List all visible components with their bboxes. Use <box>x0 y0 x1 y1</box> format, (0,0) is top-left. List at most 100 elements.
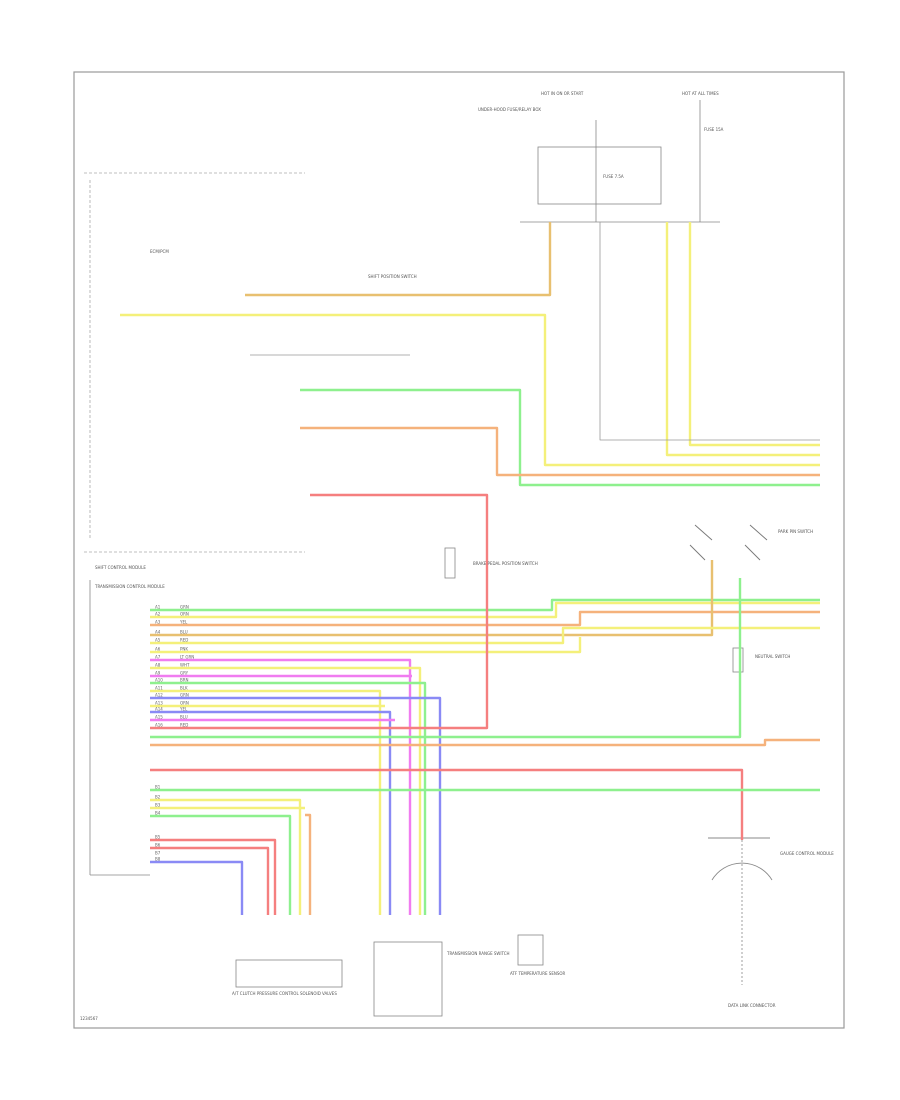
wire-4 <box>150 560 714 637</box>
label-hot-right: HOT AT ALL TIMES <box>682 91 719 96</box>
wire-29 <box>120 313 820 467</box>
pin-label: A15 <box>155 715 163 720</box>
temp-sensor-body <box>517 934 544 966</box>
pin-label: A4 <box>155 630 161 635</box>
wire-28 <box>245 222 552 297</box>
wire-layer: A1A2A3A4A5A6A7A8A9A10A11A12A13A14A15A16B… <box>120 222 820 915</box>
wire-11 <box>150 689 382 915</box>
wire-30 <box>300 388 820 487</box>
label-park-switch: PARK PIN SWITCH <box>778 529 814 534</box>
wire-color-code: YEL <box>179 620 188 625</box>
wire-2 <box>150 598 820 612</box>
wire-33 <box>688 222 820 447</box>
wire-7 <box>150 658 412 915</box>
wire-27 <box>150 860 244 915</box>
pin-label: A1 <box>155 605 161 610</box>
wire-19 <box>150 768 744 840</box>
wire-color-code: BRN <box>180 678 189 683</box>
label-brake-switch: BRAKE PEDAL POSITION SWITCH <box>473 561 538 566</box>
wire-34 <box>599 222 820 441</box>
wire-32 <box>665 222 820 457</box>
wire-color-code: BLK <box>180 686 188 691</box>
pin-label: B2 <box>155 795 161 800</box>
wire-color-code: BLU <box>180 630 188 635</box>
wire-18 <box>150 738 820 747</box>
wire-color-code: GRN <box>180 693 189 698</box>
pin-label: A6 <box>155 647 161 652</box>
pin-label: A11 <box>155 686 163 691</box>
label-shift-switch: SHIFT POSITION SWITCH <box>368 274 417 279</box>
wire-16 <box>150 493 489 730</box>
wire-6 <box>150 637 582 654</box>
pin-label: A16 <box>155 723 163 728</box>
label-neutral-switch: NEUTRAL SWITCH <box>755 654 791 659</box>
label-range-sensor: TRANSMISSION RANGE SWITCH <box>447 951 510 956</box>
pin-label: B7 <box>155 851 161 856</box>
switch-blade-3 <box>689 544 706 561</box>
wire-color-code: ORN <box>180 612 189 617</box>
pin-label: B4 <box>155 811 161 816</box>
wire-color-code: ORN <box>180 701 189 706</box>
label-fuse-a: FUSE 7.5A <box>603 174 624 179</box>
wire-color-code: YEL <box>179 707 188 712</box>
pin-label: A12 <box>155 693 163 698</box>
switch-blade-4 <box>744 544 761 561</box>
wire-color-code: PNK <box>180 647 188 652</box>
wire-8 <box>150 666 422 915</box>
label-temp-sensor: ATF TEMPERATURE SENSOR <box>510 971 566 976</box>
wire-color-code: RED <box>180 638 188 643</box>
wire-color-code: BLU <box>180 715 188 720</box>
wire-color-code: GRN <box>180 605 189 610</box>
pin-label: A2 <box>155 612 161 617</box>
label-fuse-block: UNDER-HOOD FUSE/RELAY BOX <box>478 107 541 112</box>
diagram-frame <box>73 71 845 1029</box>
label-linear-solenoids: A/T CLUTCH PRESSURE CONTROL SOLENOID VAL… <box>232 991 337 996</box>
pin-label: A10 <box>155 678 163 683</box>
fuse-relay-box <box>537 146 662 205</box>
gauge-arc <box>711 862 773 881</box>
pin-label: B6 <box>155 843 161 848</box>
label-ecm: ECM/PCM <box>150 249 169 254</box>
wire-12 <box>150 696 442 915</box>
pin-label: A7 <box>155 655 161 660</box>
pin-label: B8 <box>155 857 161 862</box>
pin-label: A13 <box>155 701 163 706</box>
switch-blade-2 <box>749 524 768 541</box>
pin-label: B1 <box>155 785 161 790</box>
wire-21 <box>150 798 302 915</box>
wire-1 <box>150 601 820 619</box>
label-gauge-control: GAUGE CONTROL MODULE <box>780 851 834 856</box>
neutral-switch-connector <box>732 647 744 673</box>
wire-24 <box>305 813 312 915</box>
wire-3 <box>150 610 820 627</box>
range-sensor-block <box>373 941 443 1017</box>
solenoid-block <box>235 959 343 988</box>
brake-switch-connector <box>444 547 456 579</box>
wire-color-code: LT GRN <box>180 655 194 660</box>
label-tcm: TRANSMISSION CONTROL MODULE <box>95 584 165 589</box>
label-data-link: DATA LINK CONNECTOR <box>728 1003 776 1008</box>
pin-label: B3 <box>155 803 161 808</box>
pin-label: A14 <box>155 707 163 712</box>
pin-label: B5 <box>155 835 161 840</box>
label-fuse-b: FUSE 15A <box>704 127 724 132</box>
wire-10 <box>150 681 427 915</box>
pin-label: A5 <box>155 638 161 643</box>
wire-14 <box>150 710 392 915</box>
switch-blade-1 <box>694 524 713 541</box>
wire-31 <box>300 426 820 477</box>
wire-color-code: RED <box>180 723 188 728</box>
wire-25 <box>150 838 277 915</box>
wire-26 <box>150 846 270 915</box>
wire-23 <box>150 814 292 915</box>
wire-color-code: GRY <box>180 671 189 676</box>
wire-color-code: WHT <box>180 663 190 668</box>
pin-label: A3 <box>155 620 161 625</box>
pin-label: A8 <box>155 663 161 668</box>
wire-17 <box>150 578 742 739</box>
label-hot-left: HOT IN ON OR START <box>541 91 584 96</box>
pin-label: A9 <box>155 671 161 676</box>
wire-5 <box>150 626 820 645</box>
section-label: SHIFT CONTROL MODULE <box>95 565 146 570</box>
